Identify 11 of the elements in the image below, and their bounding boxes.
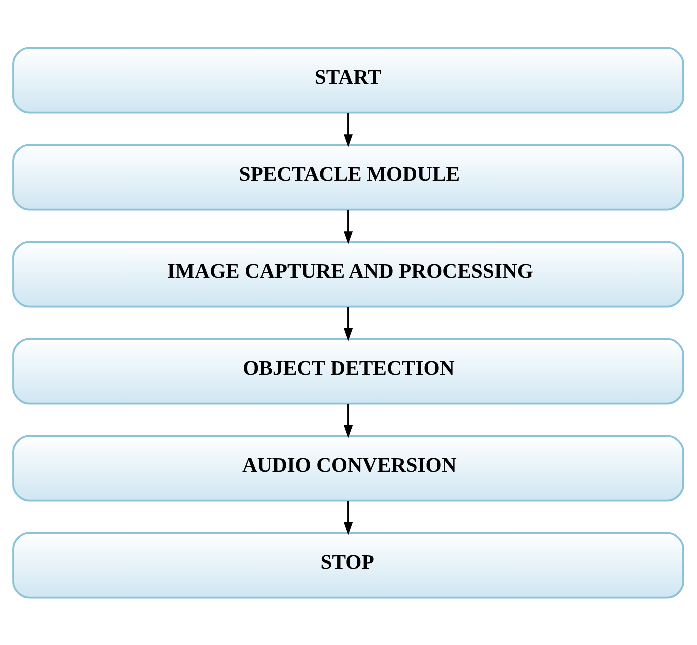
node-box: SPECTACLE MODULE [12, 144, 684, 210]
node-box: AUDIO CONVERSION [12, 434, 684, 502]
node-box: START [12, 46, 684, 114]
arrow [344, 404, 354, 438]
arrow [344, 112, 354, 148]
node-box: OBJECT DETECTION [12, 338, 684, 404]
arrow [344, 306, 354, 342]
arrow [344, 210, 354, 244]
node-box: IMAGE CAPTURE AND PROCESSING [12, 240, 684, 308]
node-box: STOP [12, 532, 684, 598]
arrow [344, 500, 354, 536]
